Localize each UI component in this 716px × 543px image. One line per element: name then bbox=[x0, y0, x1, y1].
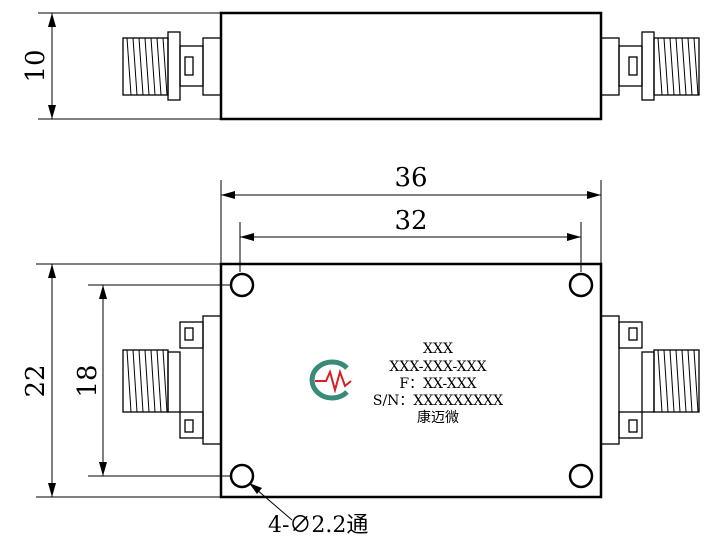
label-line-part-number: XXX-XXX-XXX bbox=[389, 359, 486, 375]
dim-label-height-side: 10 bbox=[21, 49, 51, 82]
company-logo bbox=[309, 359, 352, 401]
label-line-frequency: F：XX-XXX bbox=[399, 376, 476, 392]
dimension-hole-spacing-y bbox=[88, 284, 232, 477]
label-line-serial: S/N：XXXXXXXXX bbox=[373, 393, 503, 409]
dim-label-hole-spacing-y: 18 bbox=[73, 364, 103, 397]
dimension-height-side bbox=[38, 12, 221, 120]
dim-label-overall-height: 22 bbox=[21, 364, 51, 397]
mounting-hole-bottom-right bbox=[568, 463, 594, 489]
side-view bbox=[38, 11, 700, 121]
side-right-connector bbox=[600, 31, 700, 101]
top-left-connector bbox=[122, 315, 222, 445]
dim-label-overall-width: 36 bbox=[394, 163, 427, 193]
label-line-model: XXX bbox=[423, 341, 453, 357]
side-left-connector bbox=[122, 31, 222, 101]
hole-callout-leader bbox=[248, 482, 293, 521]
side-body bbox=[219, 11, 603, 121]
top-view bbox=[36, 180, 700, 521]
dim-label-hole-spacing-x: 32 bbox=[394, 206, 427, 236]
dimension-overall-width bbox=[220, 180, 602, 264]
top-right-connector bbox=[600, 315, 700, 445]
dimension-overall-height bbox=[36, 263, 221, 498]
mounting-hole-top-left bbox=[229, 272, 255, 298]
label-line-company: 康迈微 bbox=[417, 409, 459, 426]
mounting-hole-top-right bbox=[568, 272, 594, 298]
dimension-hole-spacing-x bbox=[239, 222, 582, 272]
hole-callout-text: 4-∅2.2通 bbox=[268, 513, 368, 538]
